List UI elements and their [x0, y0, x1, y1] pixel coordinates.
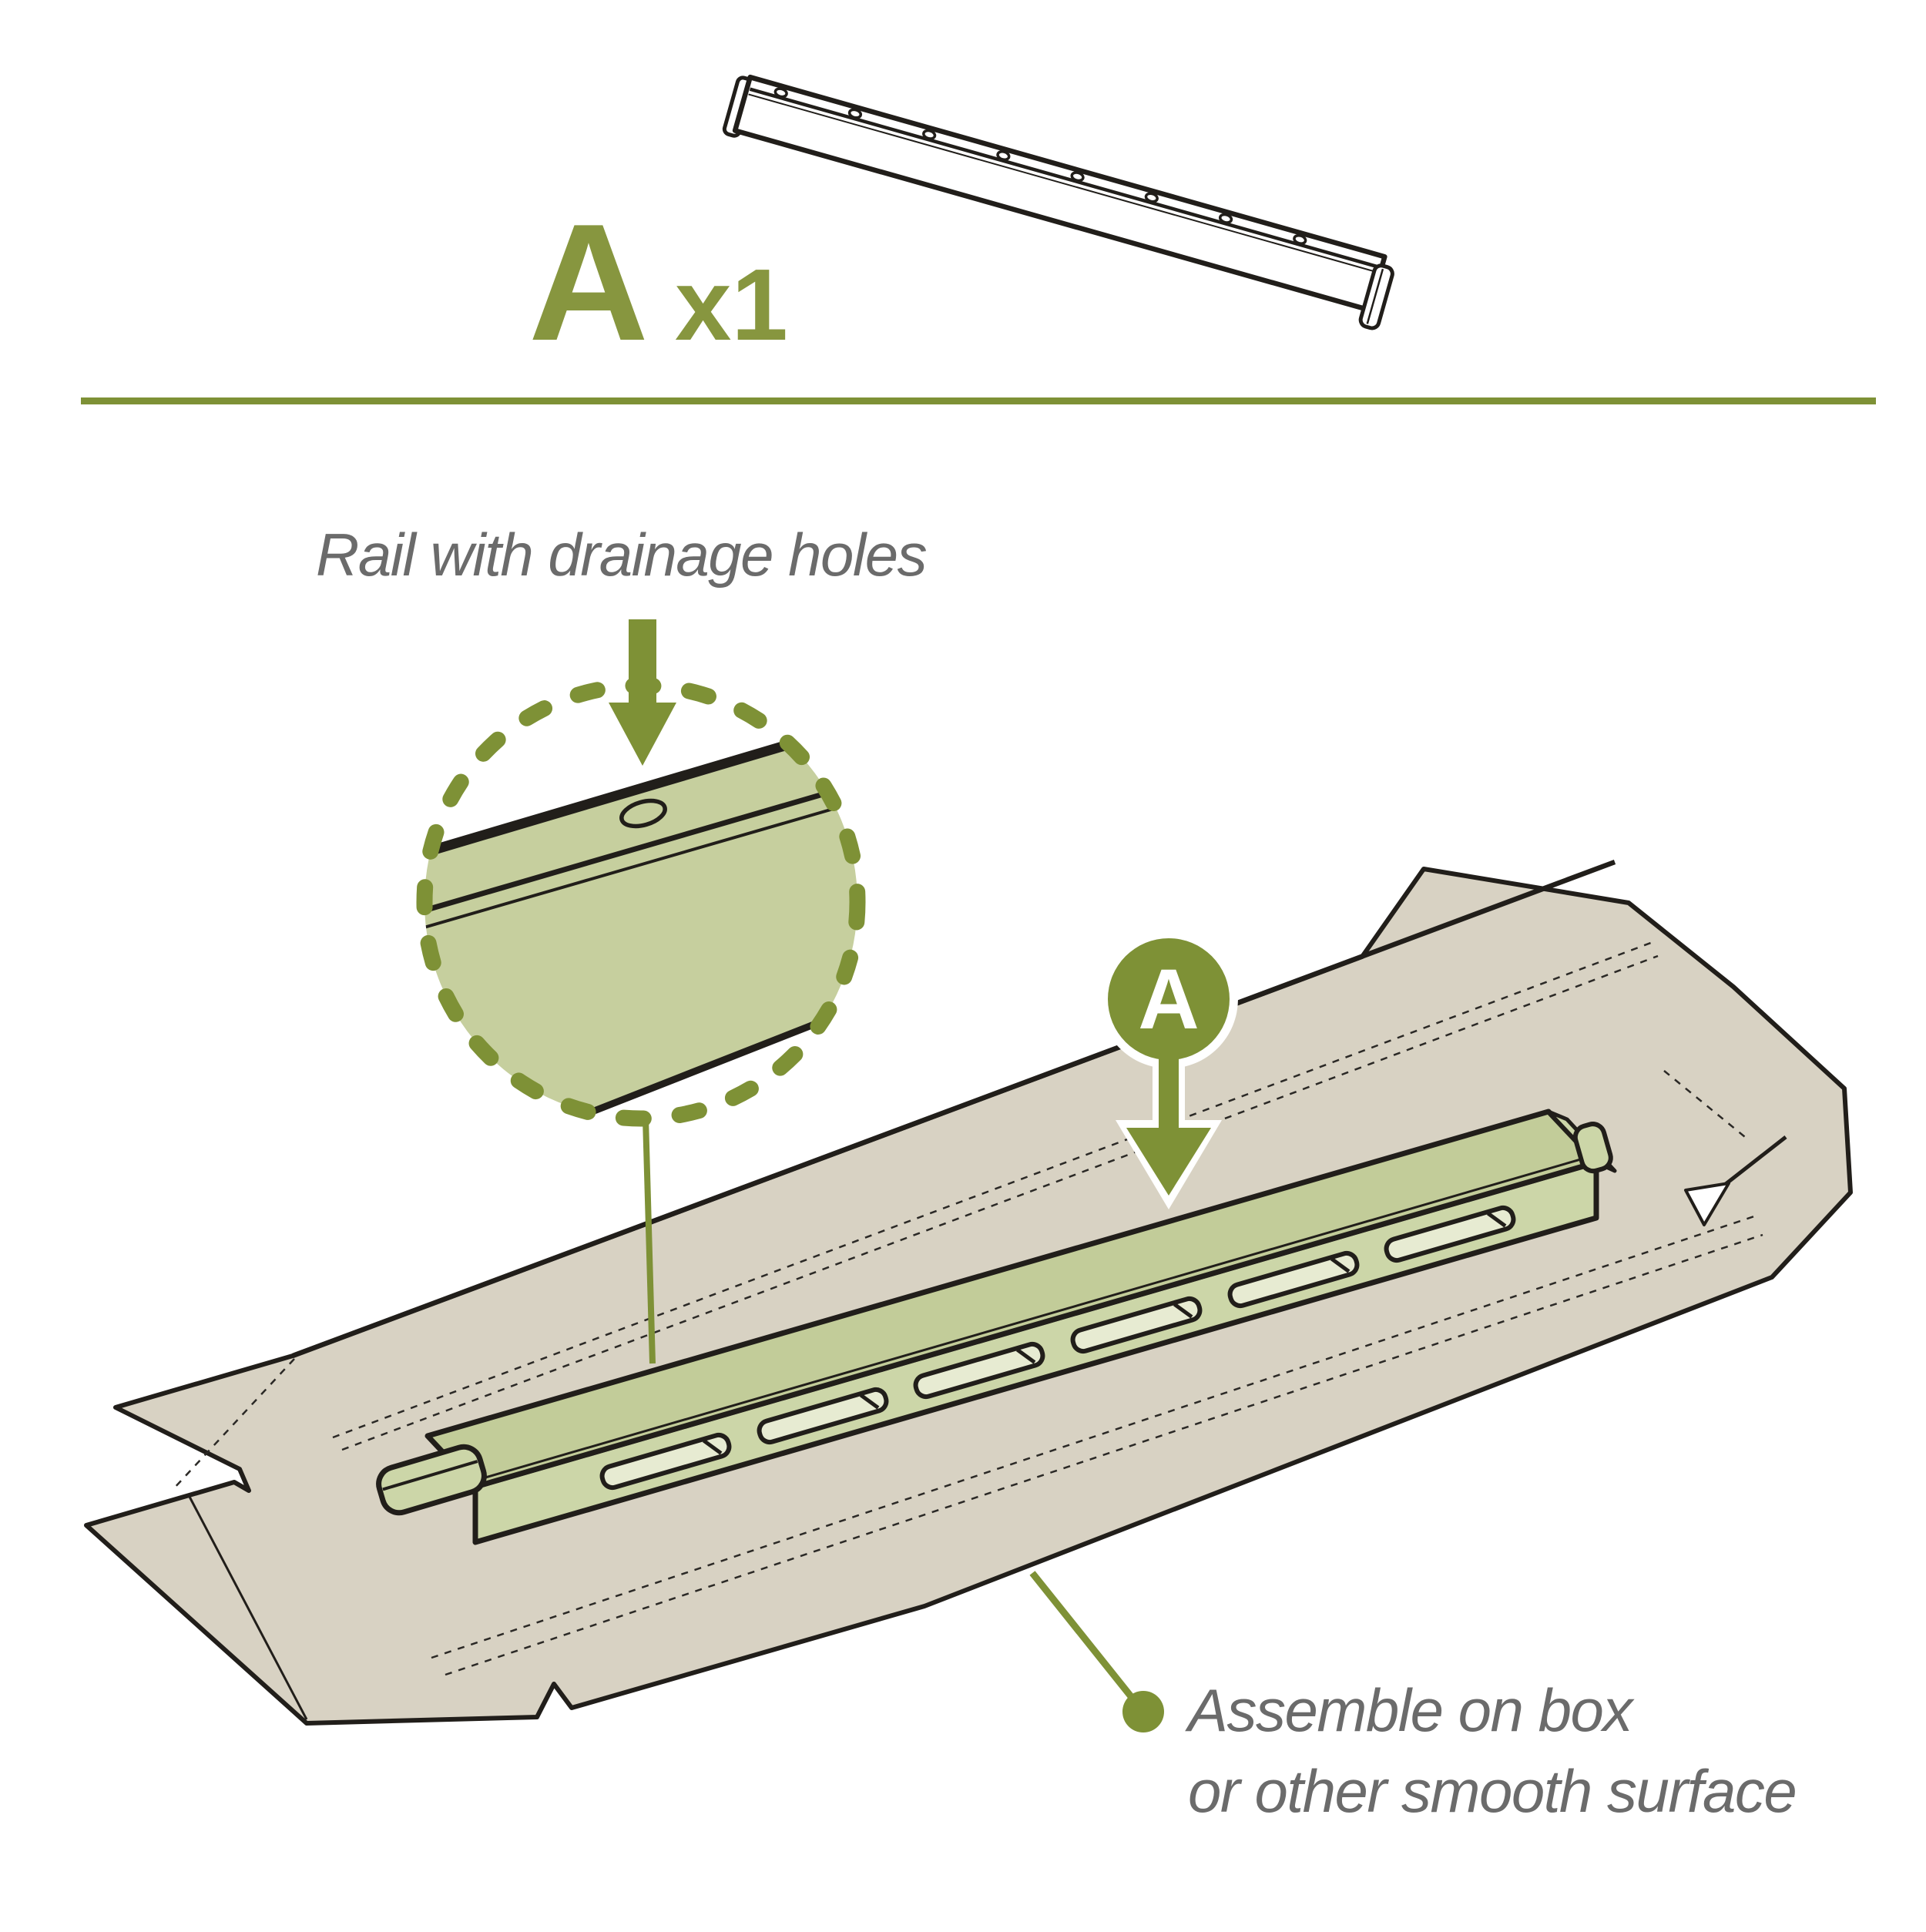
badge-down-arrow-icon: [1126, 1057, 1211, 1196]
part-a-rail-line-art: [722, 74, 1394, 330]
assemble-callout: [1029, 1571, 1164, 1732]
down-arrow-icon: [609, 619, 676, 766]
section-divider: [81, 397, 1876, 404]
drainage-hole: [1293, 233, 1307, 245]
rail-part-a: [376, 1109, 1617, 1545]
badge-letter: A: [1138, 952, 1200, 1047]
drainage-hole: [773, 87, 788, 99]
rail-drainage-slots: [599, 1205, 1516, 1491]
rail-end-tab-right: [1572, 1122, 1613, 1174]
drainage-hole: [1144, 192, 1159, 203]
drainage-hole: [847, 108, 863, 119]
rail-end-tab-left: [376, 1444, 487, 1516]
drainage-hole: [922, 129, 937, 140]
drainage-hole: [1218, 213, 1233, 224]
assemble-caption-line2: or other smooth surface: [1188, 1756, 1797, 1825]
badge-circle: [1108, 938, 1230, 1060]
magnifier-connector-line: [643, 1118, 656, 1364]
callout-dot: [1122, 1691, 1164, 1732]
detail-caption: Rail with drainage holes: [316, 521, 928, 589]
assemble-caption: Assemble on box or other smooth surface: [1188, 1670, 1797, 1831]
drainage-hole: [1070, 171, 1085, 183]
drainage-hole: [996, 150, 1011, 161]
part-count: x1: [675, 248, 788, 361]
callout-line: [1029, 1571, 1143, 1709]
detail-magnifier-circle: [416, 619, 866, 1364]
magnified-drainage-hole: [619, 798, 667, 829]
part-letter: A: [528, 189, 649, 375]
assemble-caption-line1: Assemble on box: [1188, 1676, 1632, 1744]
part-a-badge: [1099, 930, 1238, 1209]
